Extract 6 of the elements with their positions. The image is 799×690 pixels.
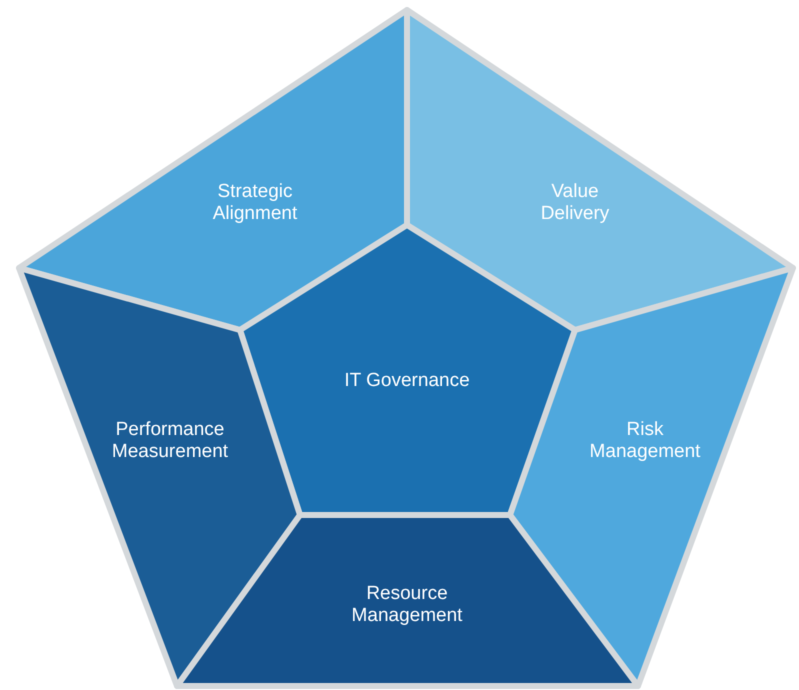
segment-title: Strategic Alignment xyxy=(212,181,298,225)
segment-title: Risk Management xyxy=(588,419,702,463)
segment-title: IT Governance xyxy=(343,370,471,392)
segment-title: Performance Measurement xyxy=(110,419,230,463)
segment-title: Resource Management xyxy=(350,583,464,627)
segment-title: Value Delivery xyxy=(540,181,610,225)
